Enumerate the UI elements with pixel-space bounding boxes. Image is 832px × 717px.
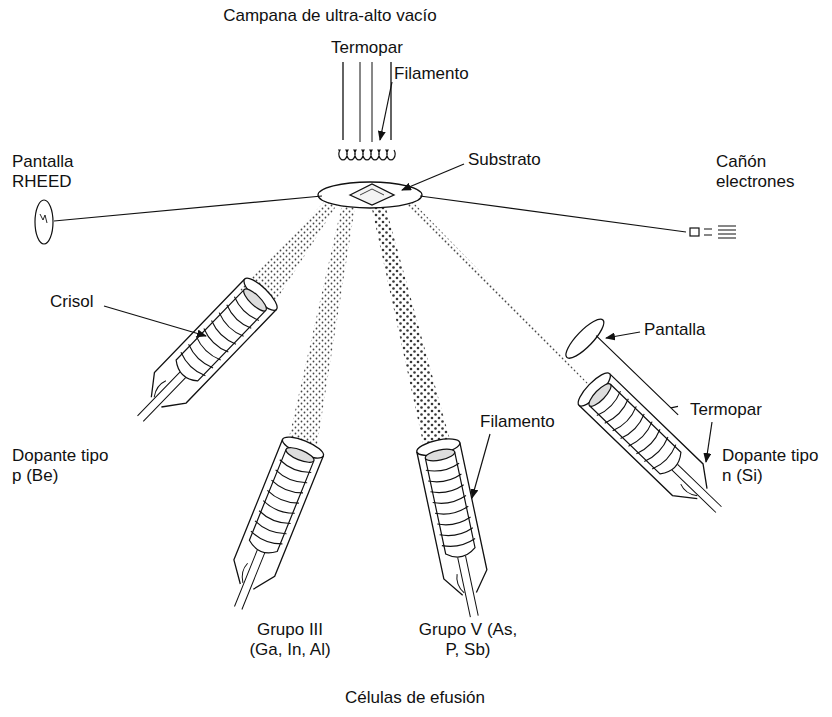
part-label: Substrato (468, 150, 541, 170)
substrate-holder (318, 62, 422, 208)
part-label: Termopar (690, 400, 762, 420)
part-label: Termopar (331, 38, 403, 58)
part-label: Filamento (394, 64, 469, 84)
part-label: Células de efusión (345, 688, 485, 708)
part-label: Pantalla RHEED (12, 152, 92, 192)
part-label: Campana de ultra-alto vacío (223, 6, 437, 26)
part-label: Cañón electrones (716, 152, 808, 192)
molecular-beam (240, 198, 612, 458)
effusion-cell (125, 274, 758, 621)
part-label: Dopante tipo n (Si) (722, 446, 822, 486)
leader-arrow (104, 82, 712, 498)
rheed-system (35, 196, 736, 244)
part-label: Crisol (50, 292, 93, 312)
part-label: Pantalla (644, 320, 705, 340)
part-label: Grupo III (Ga, In, Al) (239, 620, 341, 660)
part-label: Filamento (480, 412, 555, 432)
part-label: Dopante tipo p (Be) (12, 446, 112, 486)
part-label: Grupo V (As, P, Sb) (418, 620, 518, 660)
